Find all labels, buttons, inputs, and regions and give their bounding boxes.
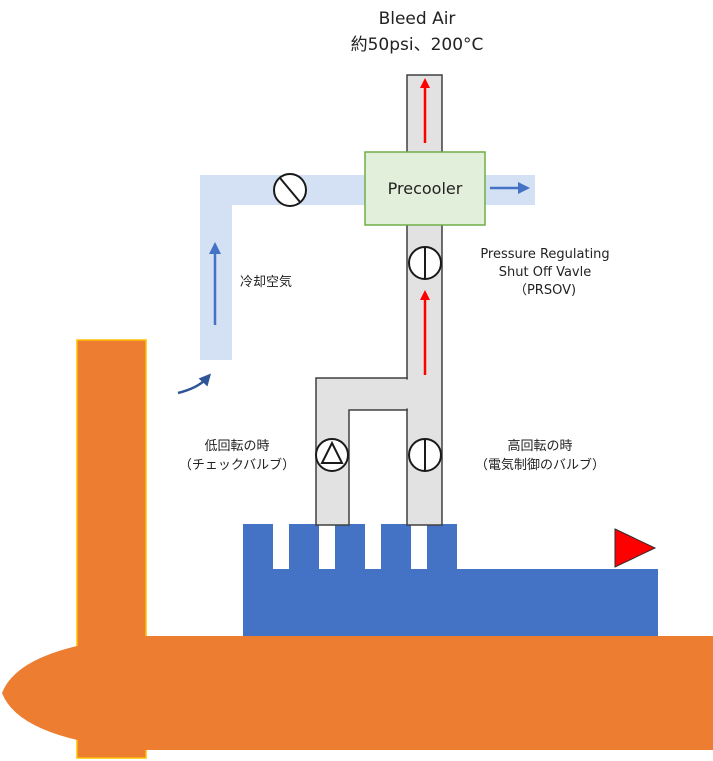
compressor-blade <box>243 524 273 570</box>
cooling-air-duct <box>177 175 535 395</box>
cooling-duct-shape <box>200 175 365 360</box>
check-valve <box>315 438 349 472</box>
bleed-air-condition: 約50psi、200°C <box>351 35 484 55</box>
low-speed-label-line2: （チェックバルブ） <box>179 457 295 473</box>
precooler: Precooler <box>364 151 486 226</box>
bleed-air-title: Bleed Air <box>379 9 456 29</box>
prsov-valve <box>408 246 442 280</box>
high-speed-label-line2: （電気制御のバルブ） <box>475 457 605 473</box>
engine-nacelle <box>2 636 713 750</box>
compressor-blade <box>289 524 319 570</box>
compressor-blade <box>381 524 411 570</box>
cooling-exhaust-duct <box>485 175 535 205</box>
high-pressure-valve <box>408 438 442 472</box>
valves <box>273 173 442 472</box>
prsov-label-line3: （PRSOV) <box>514 283 576 298</box>
labels: Bleed Air 約50psi、200°C Pressure Regulati… <box>179 9 610 473</box>
intake-curved-arrow <box>177 373 212 395</box>
cooling-air-label: 冷却空気 <box>240 274 292 290</box>
high-speed-label-line1: 高回転の時 <box>507 438 572 454</box>
prsov-label-line1: Pressure Regulating <box>480 247 609 262</box>
engine <box>2 339 713 759</box>
compressor <box>243 524 658 636</box>
precooler-box <box>364 151 486 226</box>
prsov-label-line2: Shut Off Vavle <box>499 265 591 280</box>
flow-direction-flag <box>614 528 657 568</box>
low-speed-label-line1: 低回転の時 <box>204 439 269 454</box>
precooler-label: Precooler <box>388 179 463 198</box>
low-pressure-duct <box>315 377 408 526</box>
compressor-casing <box>243 569 658 636</box>
cooling-air-valve <box>273 173 307 207</box>
compressor-blade <box>335 524 365 570</box>
compressor-blade <box>427 524 457 570</box>
